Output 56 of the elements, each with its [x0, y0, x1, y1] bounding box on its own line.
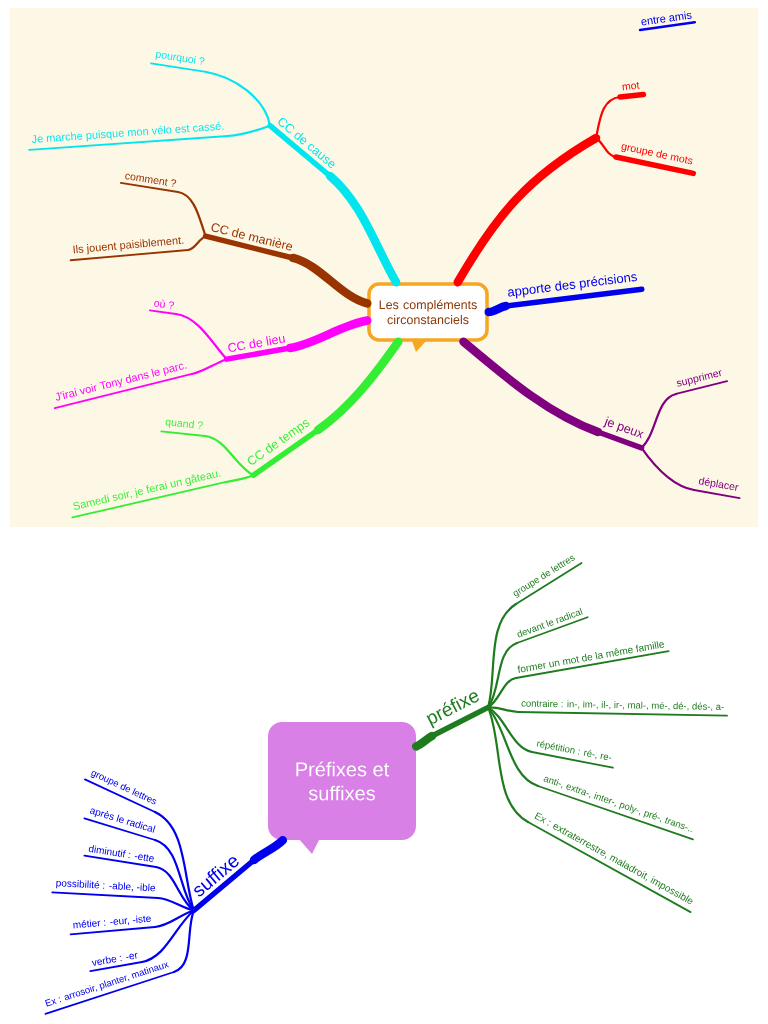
- branch-line: [325, 171, 401, 287]
- branch-line: [484, 301, 511, 317]
- branch-label: possibilité : -able, -ible: [51, 880, 159, 899]
- branch-line: [411, 731, 437, 751]
- branch-line: [288, 253, 372, 308]
- branch-line: [153, 909, 195, 929]
- branch-label: Ils jouent paisiblement.: [69, 236, 189, 262]
- branch-line: [190, 358, 228, 376]
- branch-line: [640, 392, 678, 449]
- branch-line: [174, 312, 228, 361]
- branch-line: [154, 865, 195, 912]
- branch-label: devant le radical: [516, 607, 589, 644]
- branch-label: J'irai voir Tony dans le parc.: [53, 363, 193, 410]
- branch-label: supprimer: [675, 370, 729, 395]
- branch-line: [249, 835, 288, 865]
- branch-label: Samedi soir, je ferai un gâteau.: [71, 471, 227, 519]
- branch-line: [487, 676, 518, 709]
- branch-line: [226, 124, 272, 138]
- branch-line: [640, 446, 696, 492]
- branch-line: [156, 896, 195, 912]
- branch-label: groupe de mots: [613, 144, 696, 177]
- branch-label: répétition : ré-, re-: [531, 740, 614, 769]
- branch-label: après le radical: [83, 808, 156, 841]
- branch-line: [487, 641, 519, 709]
- branch-label: comment ?: [119, 173, 179, 193]
- branch-line: [224, 474, 255, 484]
- branch-label: contraire : in-, im-, il-, ir-, mal-, mé-, dé-, dés-, a-: [517, 700, 728, 717]
- branch-label: pourquoi ?: [150, 51, 207, 73]
- branch-label: je peux: [595, 416, 645, 451]
- branch-label: diminutif : -ette: [83, 845, 157, 868]
- branch-line: [140, 909, 195, 964]
- branch-line: [204, 70, 272, 127]
- branch-line: [594, 95, 622, 140]
- branch-line: [487, 602, 518, 709]
- branch-label: quand ?: [160, 419, 206, 437]
- branch-line: [487, 706, 534, 754]
- branch-label: où ?: [148, 299, 177, 315]
- branch-label: mot: [617, 81, 647, 100]
- branch-label: déplacer: [693, 477, 741, 499]
- branch-line: [453, 133, 601, 287]
- topic-box: Les compléments circonstanciels: [367, 282, 489, 352]
- branch-line: [313, 337, 403, 435]
- branch-label: Je marche puisque mon vélo est cassé.: [28, 121, 229, 151]
- branch-line: [186, 235, 207, 252]
- branch-label: métier : -eur, -iste: [69, 915, 156, 936]
- speech-bubble: Préfixes et suffixes: [268, 722, 416, 854]
- branch-label: CC de manière: [202, 223, 296, 261]
- branch-line: [203, 434, 255, 477]
- branch-line: [176, 190, 207, 238]
- branch-line: [487, 706, 520, 714]
- branch-label: apporte des précisions: [503, 274, 645, 309]
- branch-line: [285, 316, 372, 353]
- branch-label: former un mot de la même famille: [515, 641, 670, 679]
- branch-line: [459, 337, 603, 437]
- branch-label: CC de lieu: [223, 335, 293, 362]
- branch-label: entre amis: [638, 11, 697, 32]
